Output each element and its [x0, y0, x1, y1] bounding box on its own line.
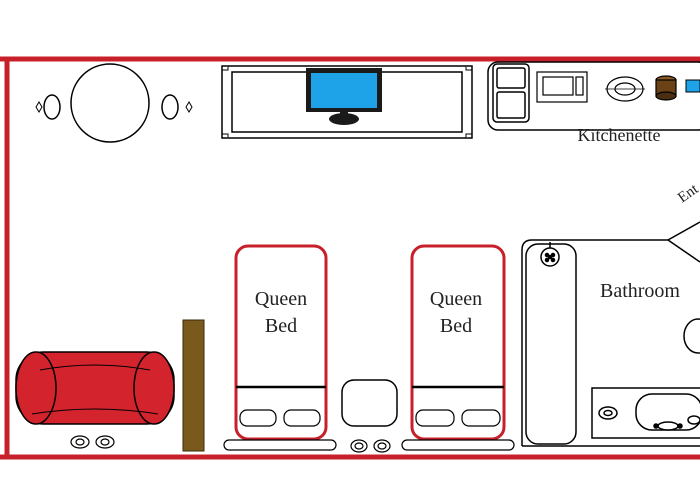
- shower-icon: [525, 242, 577, 445]
- refrigerator-icon: [492, 63, 530, 123]
- bed-1-label-line2: Bed: [265, 315, 297, 337]
- tv-icon: [306, 68, 382, 125]
- vanity-sink-icon: [591, 387, 700, 439]
- queen-bed-2: Queen Bed: [410, 244, 506, 441]
- bed-2-label-line1: Queen: [430, 288, 482, 310]
- lamp-icon: [350, 439, 391, 453]
- microwave-icon: [536, 71, 588, 103]
- wood-divider: [182, 319, 205, 452]
- table-icon: [35, 63, 193, 143]
- sofa-icon: [15, 351, 175, 425]
- bed-2-label-line2: Bed: [440, 315, 472, 337]
- bed-2-base: [401, 439, 515, 451]
- bed-1-base: [223, 439, 337, 451]
- nightstand: [341, 379, 398, 427]
- bathroom-label: Bathroom: [600, 280, 680, 302]
- bathroom: [521, 221, 700, 447]
- entry-label: Ent: [675, 181, 700, 207]
- kitchenette-label: Kitchenette: [578, 125, 661, 145]
- queen-bed-1: Queen Bed: [234, 244, 328, 441]
- toilet-icon: [683, 318, 700, 354]
- outer-walls: [0, 56, 700, 460]
- sink-icon: [605, 76, 645, 102]
- kettle-icon: [685, 79, 700, 93]
- ottoman-icon: [70, 435, 115, 449]
- coffee-maker-icon: [655, 75, 677, 101]
- bed-1-label-line1: Queen: [255, 288, 307, 310]
